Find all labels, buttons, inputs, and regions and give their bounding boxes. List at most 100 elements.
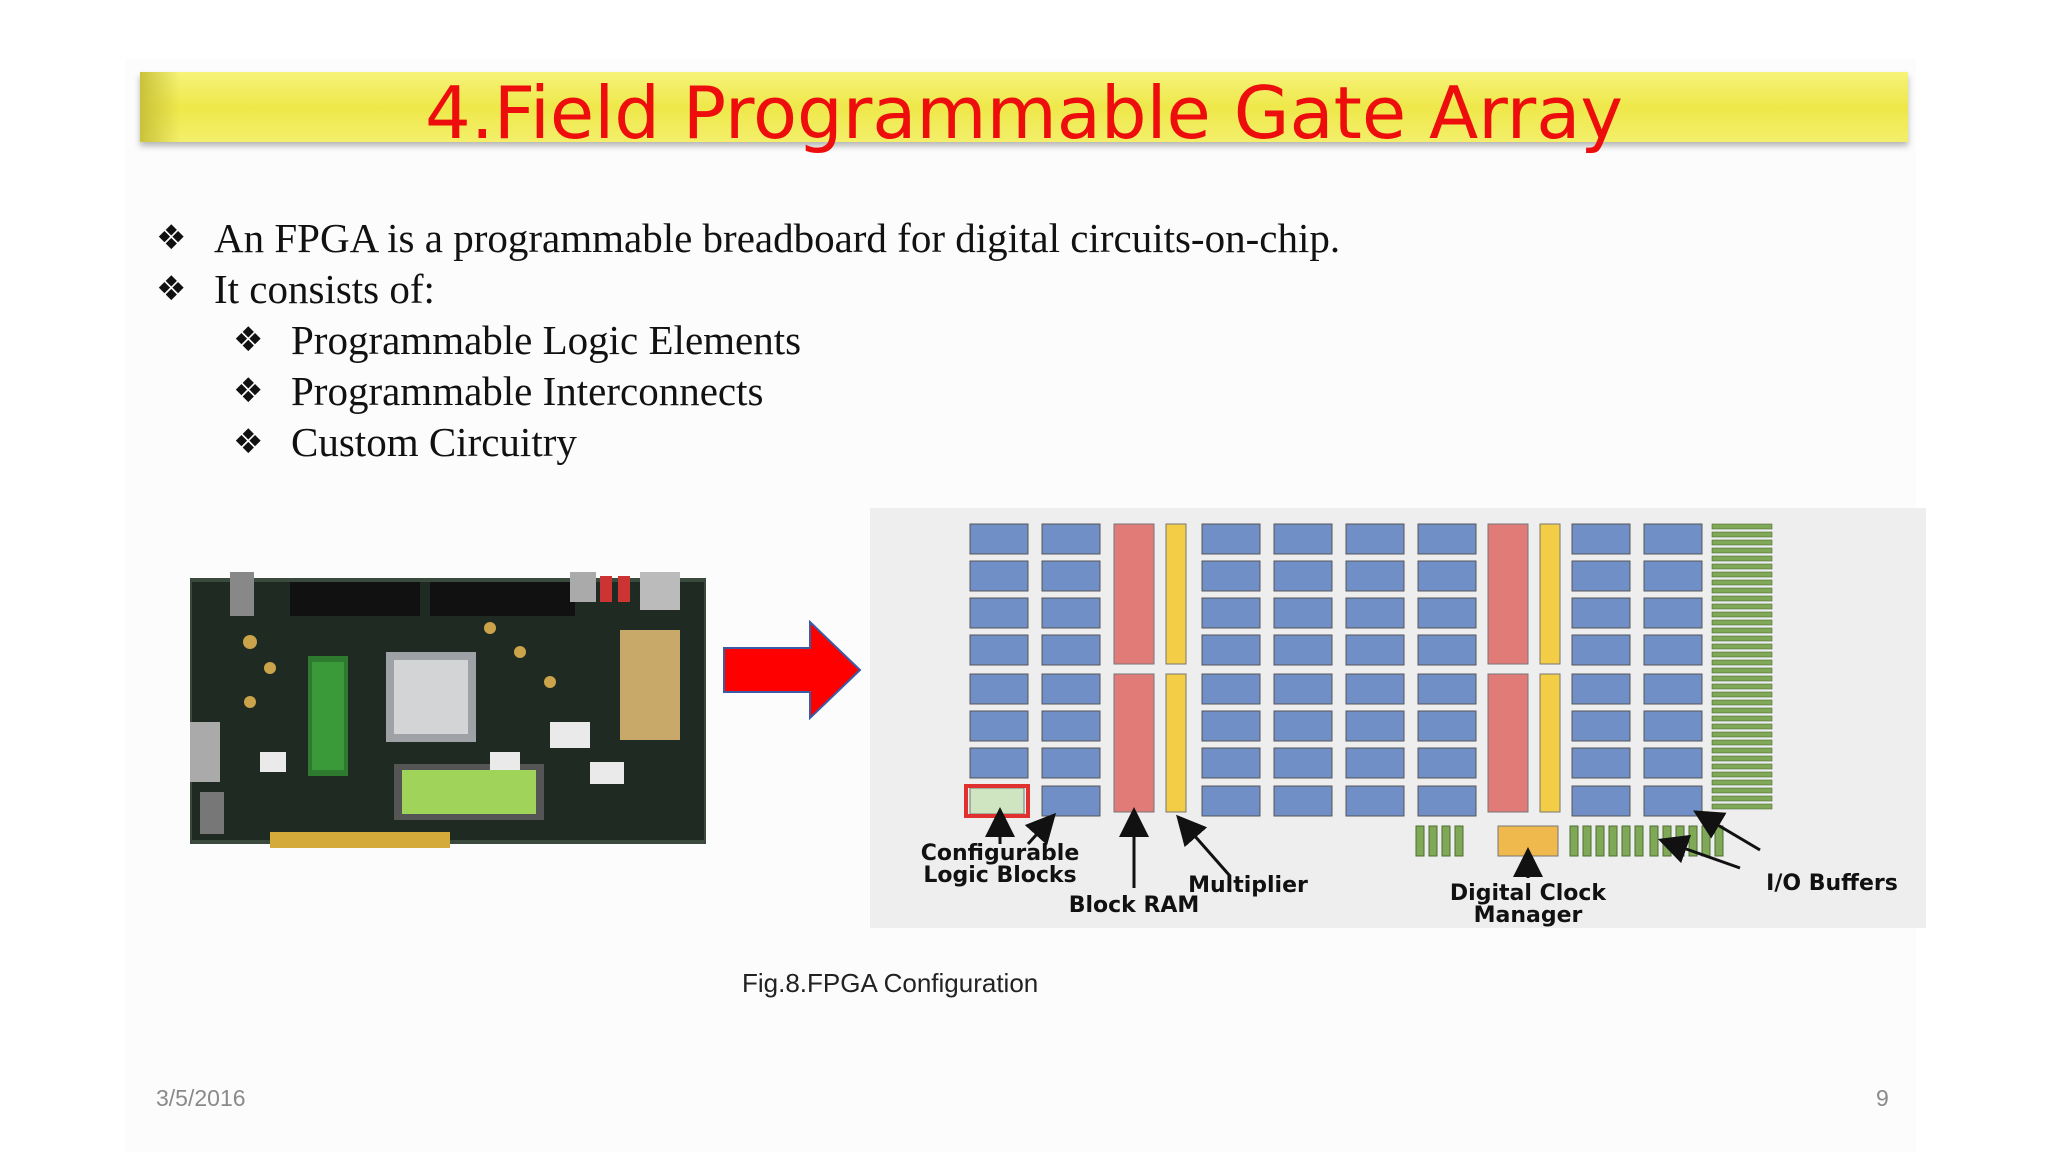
logic-block — [1345, 710, 1405, 742]
io-buffer — [1711, 747, 1773, 754]
bullet-icon: ❖ — [233, 370, 264, 411]
logic-block — [1643, 634, 1703, 666]
label-io-buffers: I/O Buffers — [1766, 871, 1898, 896]
logic-block — [1201, 634, 1261, 666]
sub-bullet-item: ❖ Programmable Logic Elements — [156, 314, 1340, 365]
io-buffer — [1711, 755, 1773, 762]
logic-block — [1273, 710, 1333, 742]
io-buffer — [1711, 571, 1773, 578]
io-buffer — [1711, 539, 1773, 546]
multiplier — [1165, 523, 1187, 665]
logic-block — [1571, 710, 1631, 742]
io-buffer — [1711, 715, 1773, 722]
logic-block — [1345, 634, 1405, 666]
logic-block — [1041, 747, 1101, 779]
io-buffer — [1714, 825, 1724, 857]
io-buffer — [1711, 651, 1773, 658]
bullet-icon: ❖ — [156, 217, 187, 258]
sub-bullet-item: ❖ Custom Circuitry — [156, 416, 1340, 467]
io-buffer — [1582, 825, 1592, 857]
logic-block — [1643, 710, 1703, 742]
logic-block — [1041, 673, 1101, 705]
logic-block — [1643, 747, 1703, 779]
io-buffer — [1711, 675, 1773, 682]
logic-block — [969, 747, 1029, 779]
io-buffer — [1711, 787, 1773, 794]
logic-block — [1417, 785, 1477, 817]
logic-block — [1201, 523, 1261, 555]
io-buffer — [1711, 603, 1773, 610]
logic-block — [1571, 747, 1631, 779]
label-clb-line1: Configurable — [921, 841, 1080, 866]
label-clb-line2: Logic Blocks — [923, 863, 1076, 888]
logic-block — [1041, 560, 1101, 592]
io-buffer — [1711, 563, 1773, 570]
logic-block — [1201, 747, 1261, 779]
page-number: 9 — [1876, 1085, 1889, 1111]
block-ram — [1113, 523, 1155, 665]
io-buffer — [1711, 523, 1773, 530]
logic-block — [1345, 560, 1405, 592]
multiplier — [1539, 673, 1561, 813]
bullet-text: An FPGA is a programmable breadboard for… — [214, 214, 1341, 261]
logic-block — [1643, 560, 1703, 592]
fpga-architecture-diagram: Configurable Logic Blocks Block RAM Mult… — [870, 508, 1926, 928]
io-buffer — [1711, 587, 1773, 594]
io-buffer — [1662, 825, 1672, 857]
io-buffer — [1595, 825, 1605, 857]
label-multiplier: Multiplier — [1188, 873, 1308, 898]
io-buffer — [1711, 667, 1773, 674]
digital-clock-manager — [1497, 825, 1559, 857]
bullet-list: ❖ An FPGA is a programmable breadboard f… — [156, 212, 1340, 467]
bullet-text: Programmable Interconnects — [291, 367, 764, 414]
logic-block — [1201, 785, 1261, 817]
io-buffer — [1711, 635, 1773, 642]
logic-block — [1643, 673, 1703, 705]
logic-block — [1201, 710, 1261, 742]
io-buffer — [1711, 699, 1773, 706]
io-buffer — [1711, 595, 1773, 602]
bullet-text: Custom Circuitry — [291, 418, 577, 465]
block-ram — [1487, 523, 1529, 665]
sub-bullet-item: ❖ Programmable Interconnects — [156, 365, 1340, 416]
logic-block — [1273, 673, 1333, 705]
io-buffer — [1711, 739, 1773, 746]
io-buffer — [1711, 723, 1773, 730]
logic-block — [1345, 597, 1405, 629]
io-buffer — [1711, 555, 1773, 562]
io-buffer — [1711, 659, 1773, 666]
multiplier — [1165, 673, 1187, 813]
label-dcm-line2: Manager — [1474, 903, 1583, 928]
logic-block — [1417, 710, 1477, 742]
bullet-item: ❖ An FPGA is a programmable breadboard f… — [156, 212, 1340, 263]
io-buffer — [1711, 531, 1773, 538]
io-buffer — [1711, 643, 1773, 650]
logic-block — [1417, 747, 1477, 779]
logic-block — [969, 560, 1029, 592]
io-buffer — [1711, 683, 1773, 690]
io-buffer — [1428, 825, 1438, 857]
figure-caption: Fig.8.FPGA Configuration — [742, 968, 1039, 998]
logic-block — [1273, 747, 1333, 779]
label-dcm-line1: Digital Clock — [1450, 881, 1607, 906]
multiplier — [1539, 523, 1561, 665]
io-buffer — [1415, 825, 1425, 857]
logic-block — [1273, 634, 1333, 666]
io-buffer — [1634, 825, 1644, 857]
io-buffer — [1454, 825, 1464, 857]
io-buffer — [1711, 795, 1773, 802]
io-buffer — [1711, 627, 1773, 634]
logic-block — [1417, 523, 1477, 555]
logic-block — [1417, 634, 1477, 666]
logic-block — [969, 710, 1029, 742]
io-buffer — [1711, 707, 1773, 714]
io-buffer — [1711, 731, 1773, 738]
arrow-right-icon — [723, 620, 862, 720]
logic-block — [1273, 523, 1333, 555]
io-buffer — [1569, 825, 1579, 857]
logic-block-detail — [969, 787, 1025, 815]
logic-block — [1273, 785, 1333, 817]
io-buffer — [1608, 825, 1618, 857]
logic-block — [1345, 673, 1405, 705]
io-buffer — [1711, 771, 1773, 778]
